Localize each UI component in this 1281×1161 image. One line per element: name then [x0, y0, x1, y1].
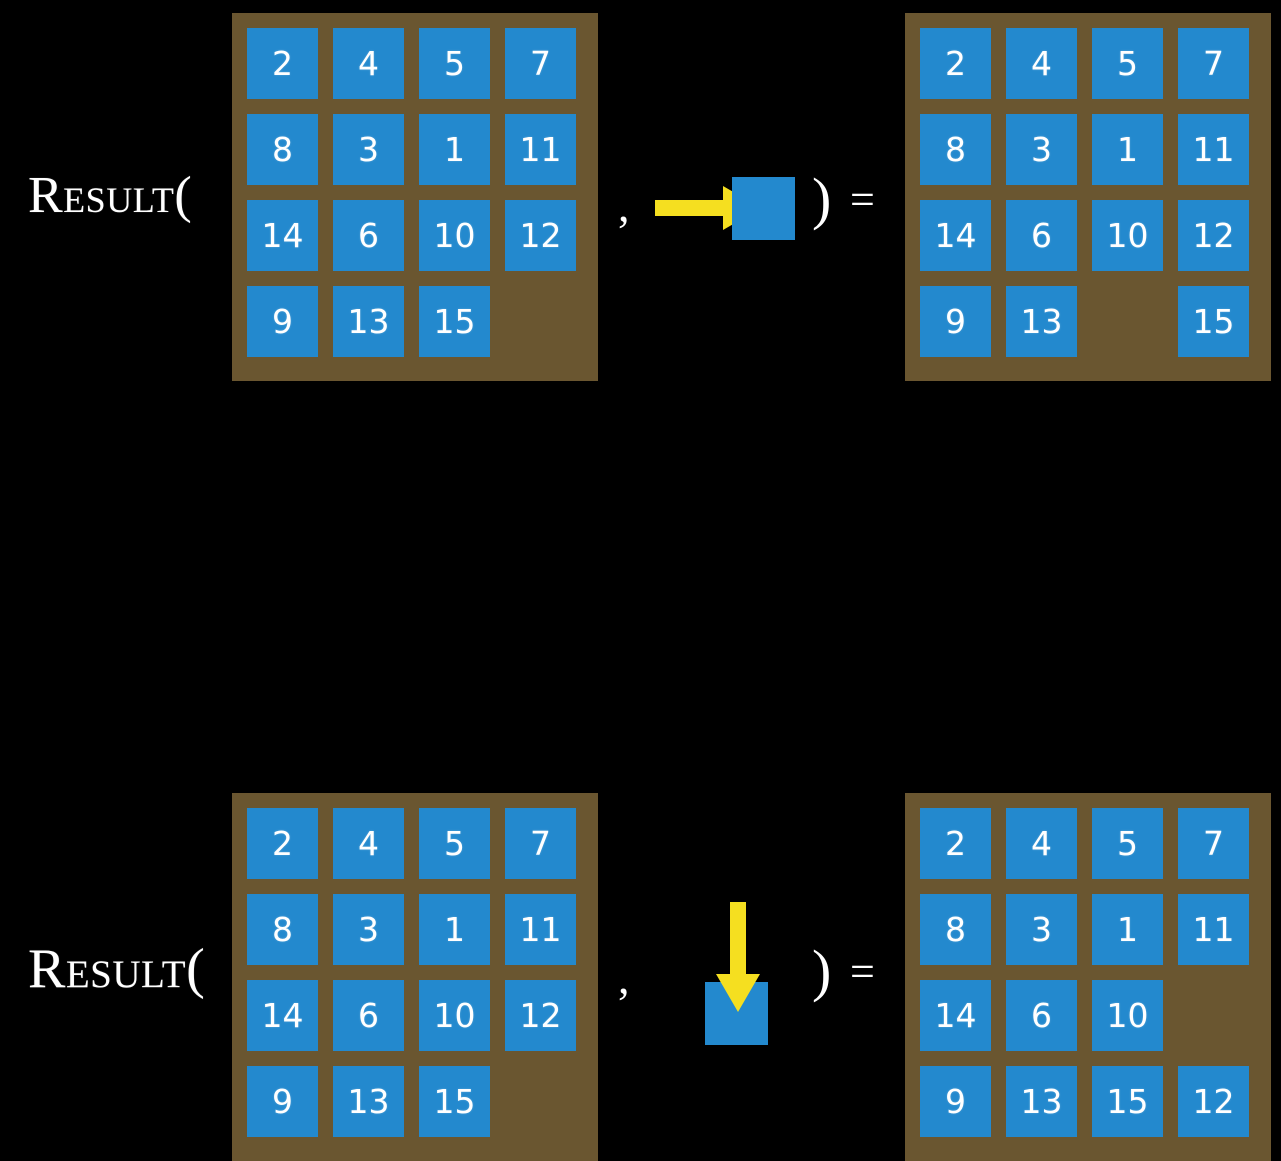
puzzle-tile[interactable]: 15	[419, 1066, 490, 1137]
puzzle-tile[interactable]: 2	[920, 808, 991, 879]
puzzle-grid-before: 2 4 5 7 8 3 1 11 14 6 10 12 9 13 15	[247, 808, 576, 1137]
puzzle-tile[interactable]: 14	[247, 200, 318, 271]
puzzle-grid-after: 2 4 5 7 8 3 1 11 14 6 10 12 9 13 15	[920, 28, 1249, 357]
puzzle-tile[interactable]: 12	[505, 980, 576, 1051]
puzzle-tile[interactable]: 9	[247, 1066, 318, 1137]
argument-separator-comma: ,	[618, 952, 630, 1003]
puzzle-tile[interactable]: 3	[1006, 114, 1077, 185]
puzzle-tile[interactable]: 10	[1092, 980, 1163, 1051]
puzzle-tile[interactable]: 4	[1006, 808, 1077, 879]
puzzle-tile[interactable]: 4	[333, 28, 404, 99]
puzzle-tile[interactable]: 6	[333, 980, 404, 1051]
close-paren: )	[812, 938, 832, 1003]
argument-separator-comma: ,	[618, 180, 630, 231]
puzzle-board-before: 2 4 5 7 8 3 1 11 14 6 10 12 9 13 15	[232, 13, 598, 381]
puzzle-tile[interactable]: 5	[419, 808, 490, 879]
result-label: Result(	[28, 167, 193, 224]
puzzle-grid-after: 2 4 5 7 8 3 1 11 14 6 10 9 13 15 12	[920, 808, 1249, 1137]
puzzle-tile[interactable]: 13	[1006, 1066, 1077, 1137]
puzzle-tile[interactable]: 3	[333, 114, 404, 185]
puzzle-blank-cell	[505, 286, 576, 357]
puzzle-tile[interactable]: 5	[1092, 808, 1163, 879]
puzzle-tile[interactable]: 5	[419, 28, 490, 99]
puzzle-blank-cell	[1092, 286, 1163, 357]
puzzle-tile[interactable]: 3	[1006, 894, 1077, 965]
puzzle-tile[interactable]: 11	[505, 894, 576, 965]
puzzle-tile[interactable]: 14	[247, 980, 318, 1051]
puzzle-tile[interactable]: 15	[1092, 1066, 1163, 1137]
puzzle-tile[interactable]: 6	[333, 200, 404, 271]
puzzle-tile[interactable]: 1	[419, 894, 490, 965]
result-equation-row-2: Result( 2 4 5 7 8 3 1 11 14 6 10 12 9 13…	[0, 390, 1281, 1161]
equals-sign: =	[850, 947, 875, 996]
equals-sign: =	[850, 175, 875, 224]
result-equation-row-1: Result( 2 4 5 7 8 3 1 11 14 6 10 12 9 13…	[0, 0, 1281, 390]
puzzle-tile[interactable]: 8	[247, 114, 318, 185]
puzzle-tile[interactable]: 3	[333, 894, 404, 965]
puzzle-tile[interactable]: 8	[247, 894, 318, 965]
puzzle-tile[interactable]: 10	[1092, 200, 1163, 271]
puzzle-blank-cell	[505, 1066, 576, 1137]
puzzle-tile[interactable]: 2	[247, 808, 318, 879]
puzzle-tile[interactable]: 9	[247, 286, 318, 357]
puzzle-tile[interactable]: 1	[1092, 114, 1163, 185]
arrow-down-icon	[716, 902, 760, 1019]
puzzle-tile[interactable]: 9	[920, 286, 991, 357]
puzzle-tile[interactable]: 15	[419, 286, 490, 357]
puzzle-tile[interactable]: 4	[333, 808, 404, 879]
puzzle-tile[interactable]: 13	[333, 1066, 404, 1137]
puzzle-tile[interactable]: 7	[505, 808, 576, 879]
puzzle-tile[interactable]: 1	[419, 114, 490, 185]
puzzle-tile[interactable]: 8	[920, 894, 991, 965]
puzzle-tile[interactable]: 15	[1178, 286, 1249, 357]
puzzle-tile[interactable]: 12	[1178, 200, 1249, 271]
puzzle-board-after: 2 4 5 7 8 3 1 11 14 6 10 12 9 13 15	[905, 13, 1271, 381]
puzzle-tile[interactable]: 5	[1092, 28, 1163, 99]
puzzle-tile[interactable]: 11	[1178, 114, 1249, 185]
puzzle-tile[interactable]: 11	[1178, 894, 1249, 965]
puzzle-tile[interactable]: 8	[920, 114, 991, 185]
puzzle-tile[interactable]: 10	[419, 200, 490, 271]
puzzle-tile[interactable]: 14	[920, 200, 991, 271]
action-tile[interactable]	[732, 177, 795, 240]
puzzle-tile[interactable]: 4	[1006, 28, 1077, 99]
puzzle-tile[interactable]: 10	[419, 980, 490, 1051]
puzzle-tile[interactable]: 9	[920, 1066, 991, 1137]
puzzle-grid-before: 2 4 5 7 8 3 1 11 14 6 10 12 9 13 15	[247, 28, 576, 357]
puzzle-board-before: 2 4 5 7 8 3 1 11 14 6 10 12 9 13 15	[232, 793, 598, 1161]
close-paren: )	[812, 166, 832, 231]
puzzle-tile[interactable]: 2	[920, 28, 991, 99]
puzzle-tile[interactable]: 1	[1092, 894, 1163, 965]
puzzle-tile[interactable]: 6	[1006, 200, 1077, 271]
puzzle-tile[interactable]: 6	[1006, 980, 1077, 1051]
puzzle-blank-cell	[1178, 980, 1249, 1051]
puzzle-tile[interactable]: 11	[505, 114, 576, 185]
puzzle-tile[interactable]: 13	[333, 286, 404, 357]
puzzle-tile[interactable]: 12	[505, 200, 576, 271]
puzzle-board-after: 2 4 5 7 8 3 1 11 14 6 10 9 13 15 12	[905, 793, 1271, 1161]
puzzle-tile[interactable]: 14	[920, 980, 991, 1051]
puzzle-tile[interactable]: 7	[1178, 28, 1249, 99]
puzzle-tile[interactable]: 7	[505, 28, 576, 99]
puzzle-tile[interactable]: 2	[247, 28, 318, 99]
puzzle-tile[interactable]: 13	[1006, 286, 1077, 357]
puzzle-tile[interactable]: 12	[1178, 1066, 1249, 1137]
puzzle-tile[interactable]: 7	[1178, 808, 1249, 879]
result-label: Result(	[28, 938, 206, 1000]
